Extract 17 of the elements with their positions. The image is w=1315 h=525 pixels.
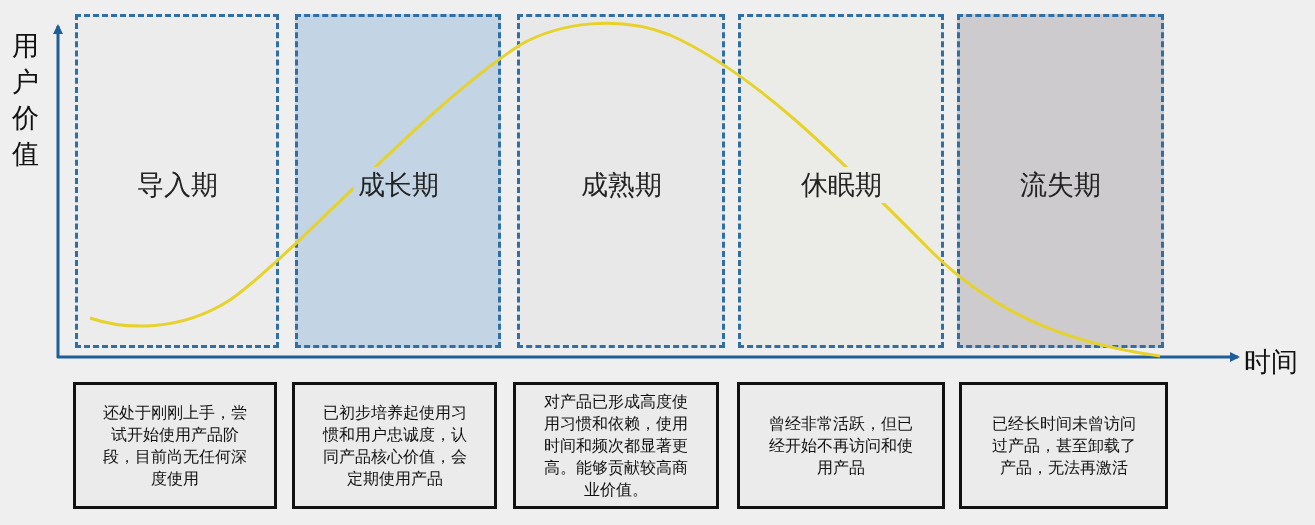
description-box (959, 382, 1168, 509)
description-box (513, 382, 719, 509)
stage-box (517, 14, 725, 348)
description-box (73, 382, 277, 509)
description-text: 曾经非常活跃，但已经开始不再访问和使用产品 (768, 412, 914, 479)
y-axis-label: 用户价值 (10, 29, 40, 171)
description-text: 对产品已形成高度使用习惯和依赖，使用时间和频次都显著更高。能够贡献较高商业价值。 (543, 390, 689, 501)
description-box (292, 382, 497, 509)
x-axis-label: 时间 (1244, 345, 1298, 379)
stage-box (75, 14, 279, 348)
stage-box (957, 14, 1164, 348)
stage-box (738, 14, 944, 348)
stage-box (295, 14, 501, 348)
description-text: 还处于刚刚上手，尝试开始使用产品阶段，目前尚无任何深度使用 (102, 401, 248, 490)
description-text: 已经长时间未曾访问过产品，甚至卸载了产品，无法再激活 (990, 412, 1137, 479)
description-box (737, 382, 945, 509)
description-text: 已初步培养起使用习惯和用户忠诚度，认同产品核心价值，会定期使用产品 (321, 401, 468, 490)
